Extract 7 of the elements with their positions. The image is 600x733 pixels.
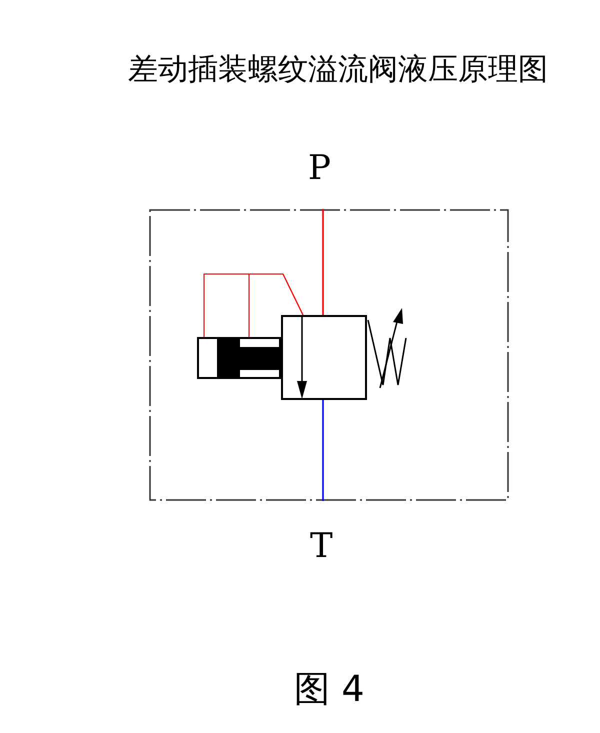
pilot-line (248, 274, 304, 338)
flow-line (322, 400, 324, 501)
title: 差动插装螺纹溢流阀液压原理图 (128, 51, 549, 89)
caption: 图 4 (294, 668, 364, 712)
port-label: T (310, 526, 333, 566)
flow-line (322, 209, 324, 315)
port-label: P (308, 148, 331, 188)
